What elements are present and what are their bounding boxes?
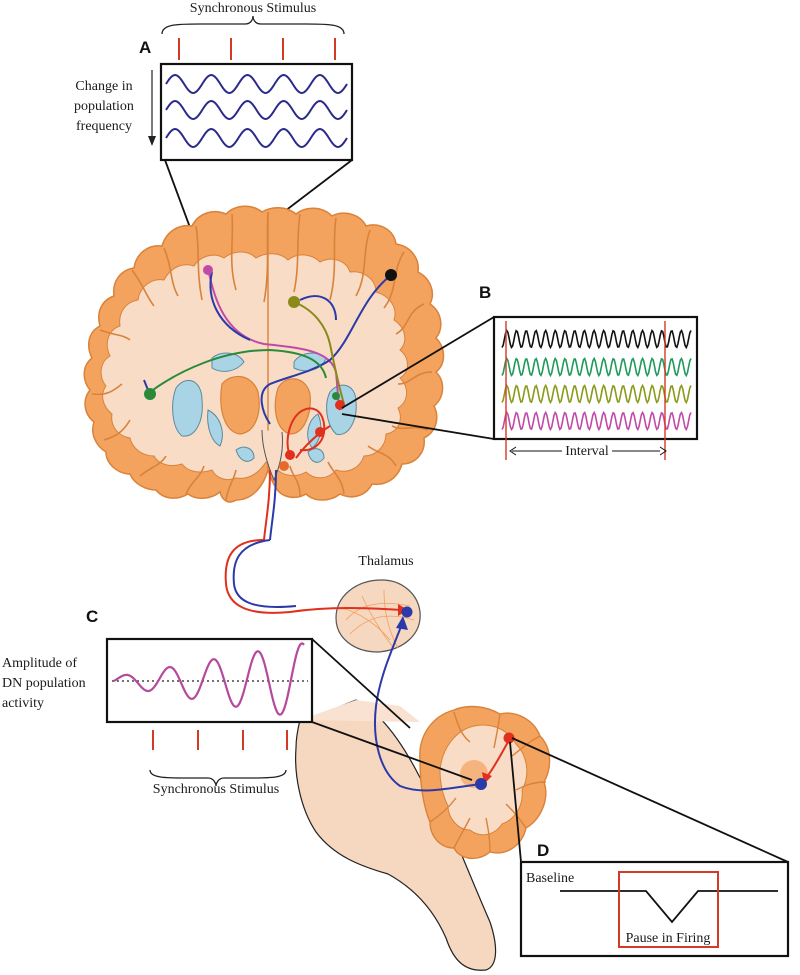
panel-b-arrowhead <box>659 446 667 456</box>
cortical-pathways <box>143 267 391 541</box>
brain-sulci <box>91 211 433 501</box>
panel-d-letter: D <box>537 841 549 860</box>
panel-b-zoom-line-bottom <box>341 413 495 440</box>
panel-b-zoom-line-top <box>341 316 495 409</box>
node-green-small <box>332 392 340 400</box>
hippocampus-right <box>307 448 325 463</box>
brainstem <box>295 699 497 971</box>
panel-c-side-label-2: DN population <box>2 676 86 691</box>
panel-b-wave-4 <box>501 410 692 432</box>
tract-blue <box>232 539 297 608</box>
panel-a-brace <box>161 15 345 35</box>
panel-c-letter: C <box>86 607 98 626</box>
panel-b-interval-label: Interval <box>565 444 609 459</box>
panel-c-zoom-line-bottom <box>311 721 473 781</box>
panel-c-zoom-line-top <box>311 638 411 729</box>
tract-red <box>224 539 403 614</box>
thalamus-section-right <box>274 378 311 435</box>
globus-left <box>207 409 223 447</box>
panel-b-letter: B <box>479 283 491 302</box>
panel-a-wave-2 <box>165 99 348 121</box>
brain-white-matter <box>100 251 408 481</box>
purkinje-node <box>503 732 515 744</box>
brainstem-shade <box>300 700 420 722</box>
panel-a-waves <box>165 73 348 149</box>
node-pink <box>203 265 213 275</box>
panel-d-pause-label: Pause in Firing <box>626 931 711 946</box>
thalamus-fibers <box>341 589 415 649</box>
thalamus: Thalamus <box>224 539 421 653</box>
panel-c-side-label-1: Amplitude of <box>2 656 77 671</box>
panel-d-zoom-line-left <box>509 741 522 863</box>
panel-d-firing-trace <box>560 890 778 924</box>
panel-a-wave-1 <box>165 73 348 95</box>
node-green <box>144 388 156 400</box>
cerebellothalamic-arrowhead <box>396 616 408 630</box>
panel-a-stimulus-ticks <box>178 38 336 60</box>
thalamus-node <box>401 606 413 618</box>
dentate-node <box>475 778 487 790</box>
panel-a-arrowhead <box>148 136 156 146</box>
node-black <box>385 269 397 281</box>
panel-b-wave-1 <box>501 328 692 350</box>
panel-d-baseline-label: Baseline <box>526 871 574 886</box>
coronal-brain-section <box>83 205 445 541</box>
cerebellothalamic-tract <box>374 623 481 792</box>
panel-d: D Baseline Pause in Firing <box>509 737 790 958</box>
panel-a-side-label-3: frequency <box>76 119 132 134</box>
panel-a-box <box>159 62 354 162</box>
brainstem-cerebellum <box>295 616 551 971</box>
panel-b: B Interval <box>341 283 699 460</box>
cerebellum-folia <box>429 711 547 853</box>
node-orange <box>279 461 289 471</box>
hippocampus-left <box>235 446 255 462</box>
panel-c-side-label-3: activity <box>2 696 44 711</box>
panel-c-bottom-label: Synchronous Stimulus <box>153 782 279 797</box>
panel-c-wave <box>113 642 305 716</box>
panel-c-stimulus-ticks <box>152 730 288 750</box>
node-red-striatum <box>335 400 345 410</box>
node-red-2 <box>315 427 325 437</box>
panel-a-side-label-1: Change in <box>75 79 132 94</box>
panel-a-top-label: Synchronous Stimulus <box>190 1 316 16</box>
thalamus-section-left <box>220 375 260 435</box>
panel-d-pause-box <box>618 871 719 948</box>
panel-b-wave-3 <box>501 383 692 405</box>
panel-d-box <box>519 860 790 958</box>
putamen-left <box>172 379 203 437</box>
panel-b-arrowtail <box>509 446 517 456</box>
panel-a-letter: A <box>139 38 151 57</box>
panel-c: C Amplitude of DN population activity Sy… <box>2 607 473 797</box>
panel-b-waves <box>501 328 692 432</box>
panel-b-wave-2 <box>501 356 692 378</box>
brainstem-upper <box>261 429 283 482</box>
panel-d-zoom-line-right <box>511 737 789 863</box>
panel-a-wave-3 <box>165 127 348 149</box>
node-olive <box>288 296 300 308</box>
node-red-3 <box>285 450 295 460</box>
panel-a-side-label-2: population <box>74 99 134 114</box>
thalamus-label: Thalamus <box>358 554 413 569</box>
panel-c-brace <box>149 769 287 787</box>
